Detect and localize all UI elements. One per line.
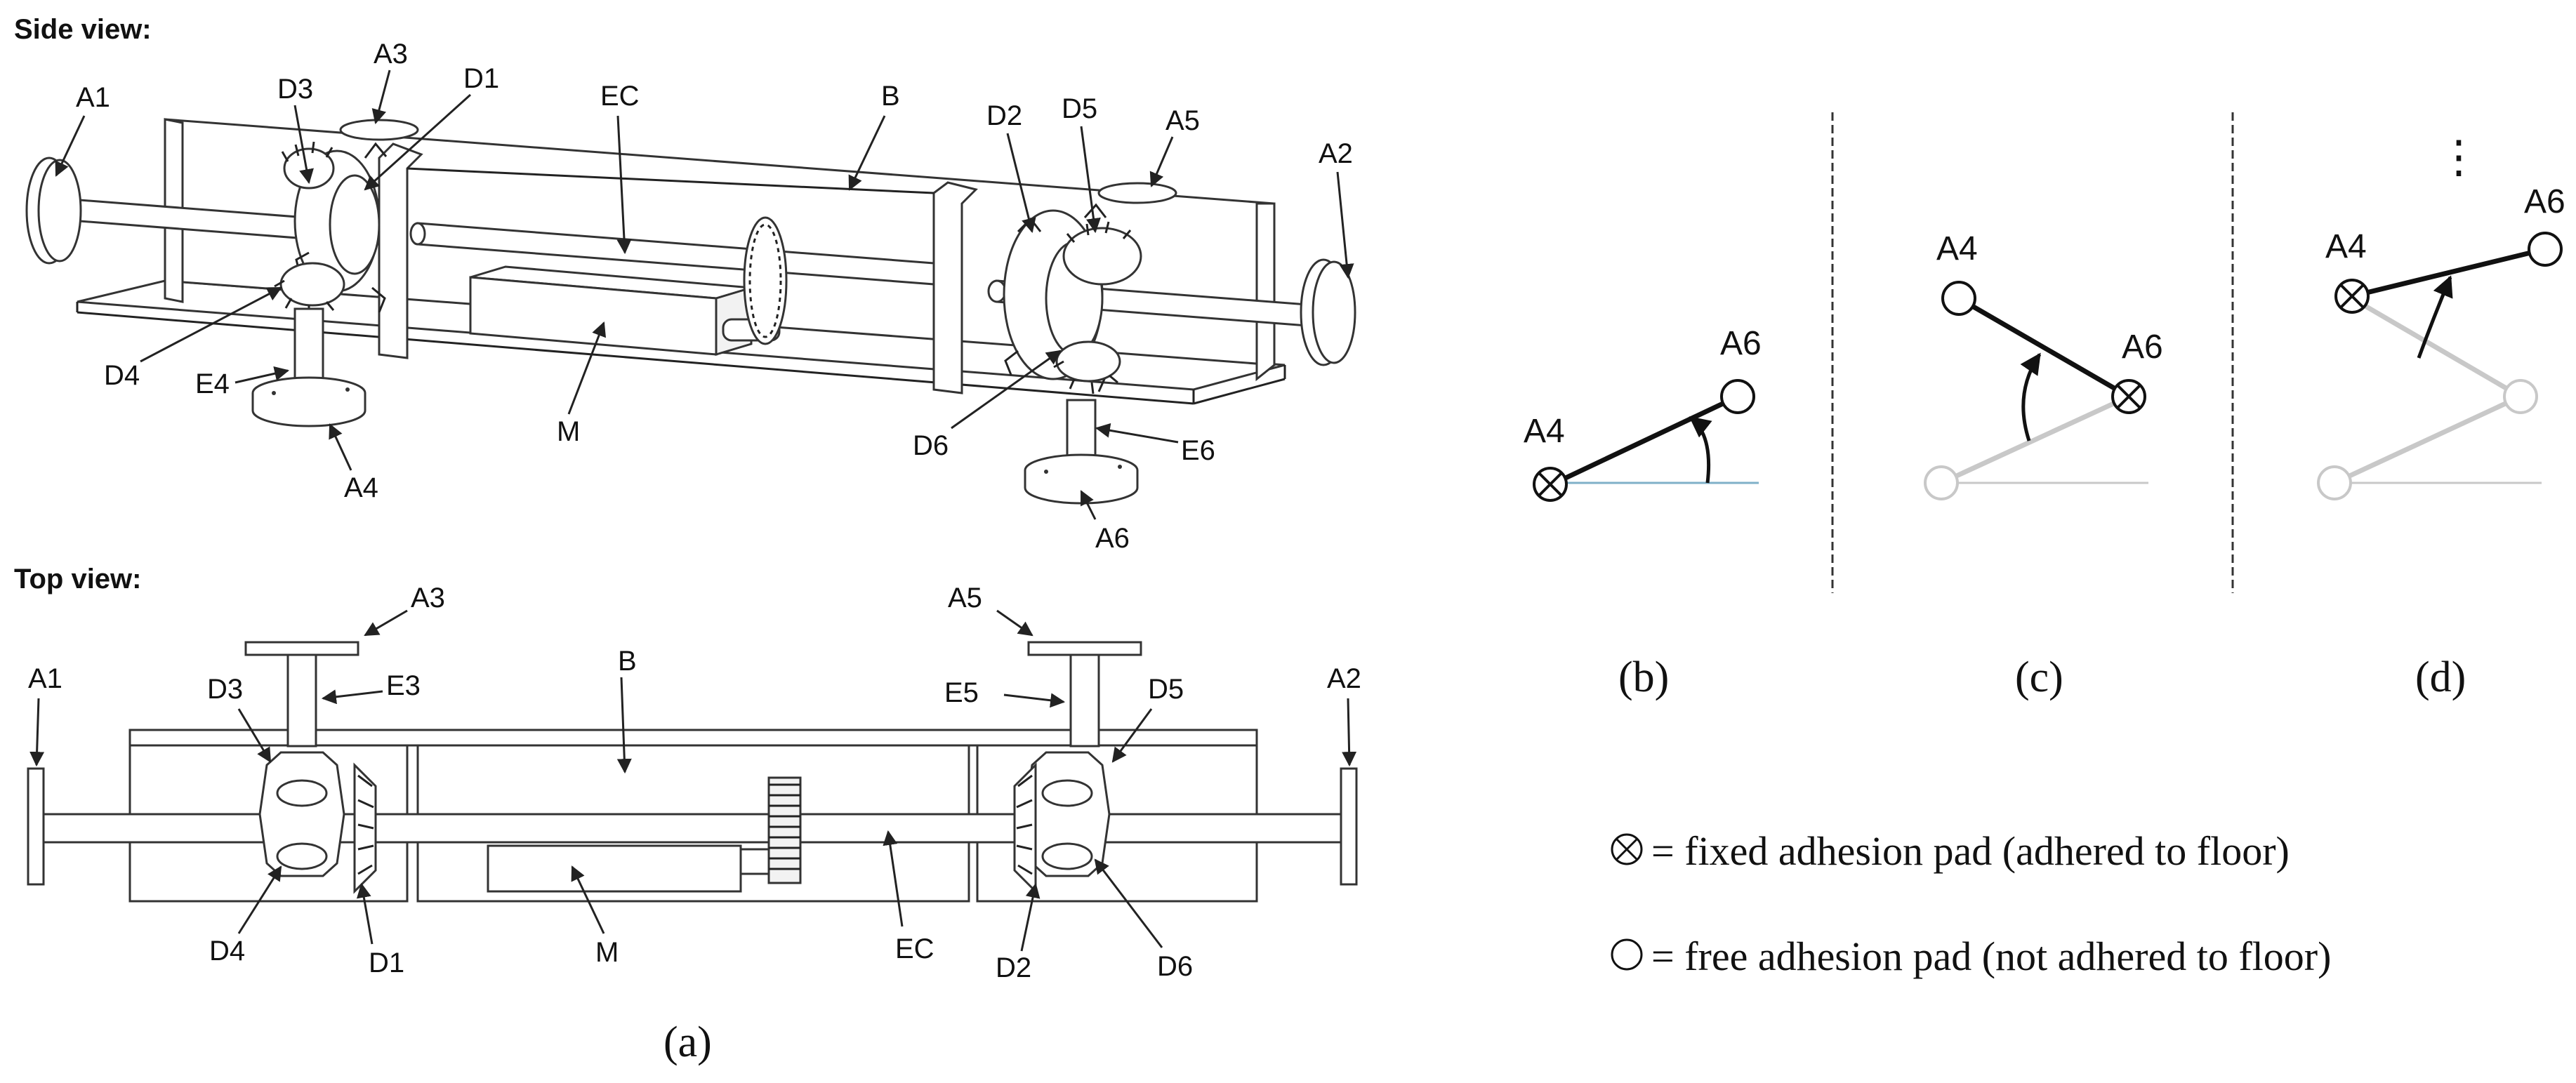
side-label-M: M (557, 416, 580, 447)
free-pad-icon (1941, 281, 1976, 316)
panel-c: A4 A6 (1924, 230, 2163, 500)
side-label-A5: A5 (1165, 105, 1200, 136)
side-view-drawing (25, 118, 1356, 505)
top-view-drawing (27, 641, 1358, 903)
panel-b: A4 A6 (1524, 325, 1762, 502)
top-label-M: M (595, 937, 619, 968)
side-label-A3: A3 (374, 39, 408, 69)
panel-c-A4: A4 (1936, 230, 1978, 267)
panel-d-A4: A4 (2325, 228, 2367, 265)
side-label-E6: E6 (1181, 435, 1215, 466)
legend-free-pad-icon (1611, 938, 1643, 971)
side-label-E4: E4 (195, 368, 230, 399)
panel-d: A4 A6 ⋮ (2317, 131, 2565, 500)
caption-c: (c) (2015, 653, 2063, 701)
side-label-EC: EC (600, 81, 640, 112)
top-label-A2: A2 (1327, 663, 1361, 694)
free-pad-icon (2528, 232, 2563, 267)
side-label-D4: D4 (104, 360, 140, 391)
legend: = fixed adhesion pad (adhered to floor) … (1611, 828, 2331, 979)
top-label-A1: A1 (28, 663, 62, 694)
side-view-header: Side view: (14, 14, 152, 45)
top-label-A5: A5 (948, 583, 982, 613)
side-label-D6: D6 (913, 430, 949, 461)
fixed-pad-icon (2334, 279, 2370, 314)
top-label-D6: D6 (1157, 951, 1193, 982)
panel-b-A4: A4 (1524, 413, 1565, 450)
previous-link (2351, 295, 2522, 399)
side-label-A1: A1 (76, 82, 110, 113)
panel-d-A6: A6 (2524, 183, 2565, 220)
side-label-D3: D3 (277, 74, 313, 105)
legend-free-text: = free adhesion pad (not adhered to floo… (1651, 933, 2331, 979)
previous-pad-icon (2503, 379, 2538, 414)
fixed-pad-icon (2111, 379, 2146, 414)
previous-pad-icon (1924, 465, 1959, 500)
side-label-B: B (881, 81, 900, 112)
panel-c-A6: A6 (2122, 328, 2163, 366)
top-label-D3: D3 (207, 674, 243, 705)
rotation-arrow (1689, 416, 1712, 484)
panel-d-continuation-dots: ⋮ (2436, 131, 2481, 182)
caption-d: (d) (2415, 653, 2466, 701)
side-label-A2: A2 (1319, 138, 1353, 169)
top-view-labels: A3 A5 A1 A2 E3 E5 D3 D5 B D4 D1 M EC D2 … (28, 583, 1361, 983)
side-view-labels: A1 D3 A3 D1 EC B D2 D5 A5 A2 D4 E4 A4 M … (55, 39, 1354, 554)
link-a4-a6 (2351, 246, 2546, 299)
free-pad-icon (1720, 379, 1755, 414)
top-label-E5: E5 (944, 677, 979, 708)
link-a4-a6 (1957, 295, 2130, 399)
top-label-E3: E3 (386, 670, 421, 701)
panel-b-A6: A6 (1720, 325, 1762, 362)
top-label-D2: D2 (996, 952, 1031, 983)
side-label-D1: D1 (463, 63, 499, 94)
rotation-arrow (2417, 275, 2453, 359)
top-label-D5: D5 (1148, 674, 1184, 705)
previous-link (1940, 394, 2130, 486)
caption-a: (a) (663, 1018, 712, 1066)
top-label-D4: D4 (209, 936, 245, 966)
side-label-A4: A4 (344, 472, 378, 503)
top-label-B: B (618, 646, 637, 677)
legend-fixed-pad-icon (1611, 833, 1643, 865)
side-label-A6: A6 (1095, 523, 1130, 554)
top-label-EC: EC (895, 933, 934, 964)
rotation-arrow (2020, 352, 2042, 441)
top-label-A3: A3 (411, 583, 445, 613)
top-view-header: Top view: (14, 564, 141, 594)
side-label-D2: D2 (986, 100, 1022, 131)
top-label-D1: D1 (369, 948, 404, 978)
link-a4-a6 (1554, 394, 1739, 486)
fixed-pad-icon (1533, 467, 1568, 502)
caption-b: (b) (1618, 653, 1669, 701)
legend-fixed-text: = fixed adhesion pad (adhered to floor) (1651, 828, 2290, 874)
side-label-D5: D5 (1062, 93, 1097, 124)
